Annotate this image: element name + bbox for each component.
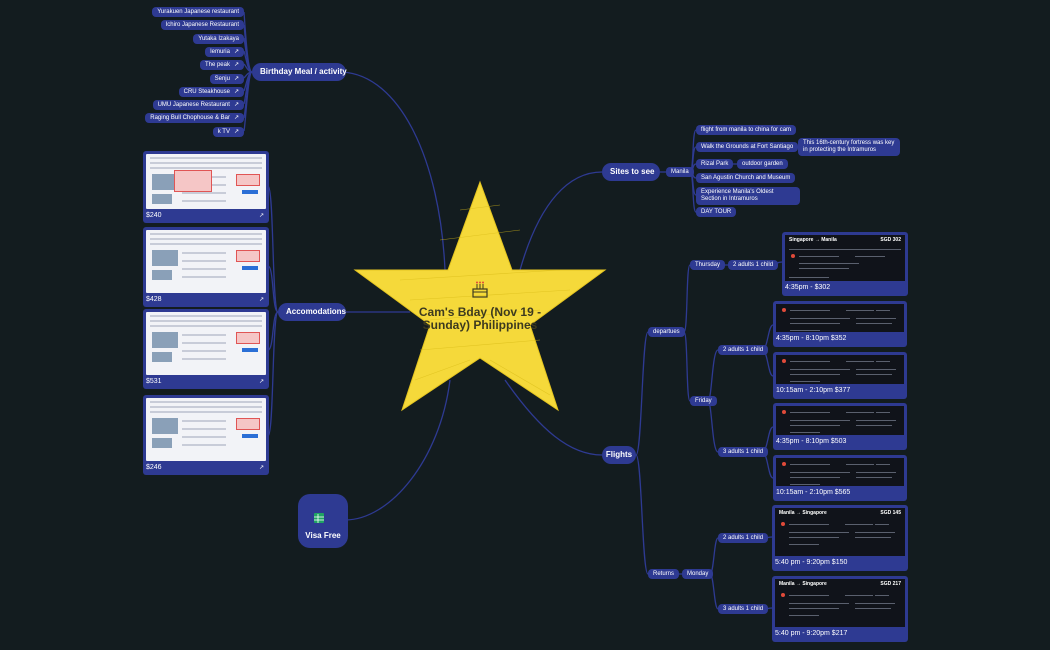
flight-screenshot: Manila → Singapore SGD 145 <box>775 508 905 556</box>
accommodations-node[interactable]: Accomodations <box>278 303 346 321</box>
site-item[interactable]: Walk the Grounds at Fort Santiago <box>696 142 799 152</box>
birthday-meal-item[interactable]: Raging Bull Chophouse & Bar↗ <box>145 113 244 124</box>
birthday-meal-node[interactable]: Birthday Meal / activity <box>252 63 347 81</box>
external-link-icon[interactable]: ↗ <box>233 75 239 82</box>
birthday-meal-item[interactable]: CRU Steakhouse↗ <box>178 86 244 97</box>
flight-time: 5:40 pm - 9:20pm $150 <box>775 559 848 566</box>
item-label: The peak <box>204 62 230 69</box>
item-label: Yurakuen Japanese restaurant <box>157 9 239 15</box>
flight-time: 10:15am - 2:10pm $565 <box>776 489 851 496</box>
sites-to-see-node[interactable]: Sites to see <box>602 163 660 181</box>
flight-time: 4:35pm - $302 <box>785 284 831 291</box>
birthday-meal-item[interactable]: Senju↗ <box>209 73 244 84</box>
booking-screenshot <box>146 398 266 461</box>
flight-route: Manila → Singapore <box>779 510 827 516</box>
site-item[interactable]: San Agustin Church and Museum <box>696 173 796 183</box>
flight-card[interactable]: Manila → Singapore SGD 217 5:40 pm - 9:20p… <box>772 576 908 642</box>
item-label: Ichiro Japanese Restaurant <box>165 22 239 29</box>
monday-node[interactable]: Monday <box>682 569 714 579</box>
flight-time: 4:35pm - 8:10pm $503 <box>776 438 847 445</box>
accommodation-card[interactable]: $531 ↗ <box>143 309 269 389</box>
item-label: lemuria <box>210 48 230 55</box>
flight-route: Singapore → Manila <box>789 237 837 243</box>
manila-node[interactable]: Manila <box>666 167 694 177</box>
site-item[interactable]: flight from manila to china for cam <box>696 125 797 135</box>
booking-screenshot <box>146 312 266 375</box>
flight-card[interactable]: 4:35pm - 8:10pm $503 <box>773 403 907 450</box>
birthday-meal-item[interactable]: lemuria↗ <box>205 46 244 57</box>
external-link-icon[interactable]: ↗ <box>233 88 239 95</box>
flight-price-tag: SGD 217 <box>880 581 901 587</box>
returns-node[interactable]: Returns <box>648 569 680 579</box>
external-link-icon[interactable]: ↗ <box>233 102 239 109</box>
accommodation-card[interactable]: $240 ↗ <box>143 151 269 223</box>
booking-screenshot <box>146 154 266 209</box>
flight-time: 5:40 pm - 9:20pm $217 <box>775 630 848 637</box>
birthday-meal-item[interactable]: Ichiro Japanese Restaurant <box>160 20 244 31</box>
thursday-node[interactable]: Thursday <box>690 260 726 270</box>
booking-screenshot <box>146 230 266 293</box>
accommodation-card[interactable]: $428 ↗ <box>143 227 269 307</box>
visa-free-node[interactable]: Visa Free <box>305 531 341 540</box>
external-link-icon[interactable]: ↗ <box>258 379 264 385</box>
birthday-meal-item[interactable]: Yutaka Izakaya <box>193 33 244 44</box>
flight-card[interactable]: 4:35pm - 8:10pm $352 <box>773 301 907 347</box>
external-link-icon[interactable]: ↗ <box>233 48 239 55</box>
external-link-icon[interactable]: ↗ <box>258 465 264 471</box>
site-item[interactable]: Rizal Park <box>696 159 734 169</box>
monday-group-3a1c-node[interactable]: 3 adults 1 child <box>718 604 769 614</box>
center-star <box>353 180 607 412</box>
external-link-icon[interactable]: ↗ <box>233 115 239 122</box>
birthday-cake-icon <box>472 281 488 298</box>
birthday-meal-item[interactable]: UMU Japanese Restaurant↗ <box>152 100 244 111</box>
site-note[interactable]: outdoor garden <box>737 159 788 169</box>
flight-card[interactable]: Manila → Singapore SGD 145 5:40 pm - 9:20p… <box>772 505 908 571</box>
item-label: CRU Steakhouse <box>183 88 230 95</box>
flight-time: 4:35pm - 8:10pm $352 <box>776 335 847 342</box>
item-label: k TV <box>217 128 230 135</box>
flight-route: Manila → Singapore <box>779 581 827 587</box>
birthday-meal-item[interactable]: The peak↗ <box>199 60 244 71</box>
accommodation-card[interactable]: $246 ↗ <box>143 395 269 475</box>
google-sheets-icon <box>310 505 328 529</box>
friday-group-3a1c-node[interactable]: 3 adults 1 child <box>718 447 769 457</box>
accommodation-price: $240 <box>146 212 162 219</box>
item-label: Yutaka Izakaya <box>198 35 239 42</box>
friday-group-2a1c-node[interactable]: 2 adults 1 child <box>718 345 769 355</box>
flight-screenshot: Manila → Singapore SGD 217 <box>775 579 905 627</box>
flight-price-tag: SGD 302 <box>880 237 901 243</box>
accommodation-price: $246 <box>146 464 162 471</box>
external-link-icon[interactable]: ↗ <box>258 213 264 219</box>
item-label: Raging Bull Chophouse & Bar <box>150 115 230 122</box>
item-label: UMU Japanese Restaurant <box>157 102 230 109</box>
site-item[interactable]: Experience Manila's Oldest Section in In… <box>696 187 800 205</box>
external-link-icon[interactable]: ↗ <box>258 297 264 303</box>
flight-price-tag: SGD 145 <box>880 510 901 516</box>
birthday-meal-item[interactable]: k TV↗ <box>212 126 244 137</box>
flight-card-thursday[interactable]: Singapore → Manila SGD 302 4:35pm - $302 <box>782 232 908 296</box>
flight-card[interactable]: 10:15am - 2:10pm $565 <box>773 455 907 501</box>
monday-group-2a1c-node[interactable]: 2 adults 1 child <box>718 533 769 543</box>
site-note[interactable]: This 16th-century fortress was key in pr… <box>798 138 900 156</box>
flights-node[interactable]: Flights <box>602 446 636 464</box>
flight-screenshot <box>776 355 904 384</box>
flight-screenshot <box>776 406 904 435</box>
external-link-icon[interactable]: ↗ <box>233 128 239 135</box>
thursday-group-node[interactable]: 2 adults 1 child <box>728 260 779 270</box>
departures-node[interactable]: departues <box>648 327 685 337</box>
flight-screenshot <box>776 304 904 332</box>
flight-screenshot <box>776 458 904 486</box>
site-item[interactable]: DAY TOUR <box>696 207 737 217</box>
accommodation-price: $531 <box>146 378 162 385</box>
item-label: Senju <box>214 75 230 82</box>
accommodation-price: $428 <box>146 296 162 303</box>
flight-time: 10:15am - 2:10pm $377 <box>776 387 851 394</box>
center-topic[interactable]: Cam's Bday (Nov 19 - Sunday) Philippines <box>418 305 542 332</box>
friday-node[interactable]: Friday <box>690 396 717 406</box>
birthday-meal-item[interactable]: Yurakuen Japanese restaurant <box>152 7 244 17</box>
flight-card[interactable]: 10:15am - 2:10pm $377 <box>773 352 907 399</box>
external-link-icon[interactable]: ↗ <box>233 62 239 69</box>
